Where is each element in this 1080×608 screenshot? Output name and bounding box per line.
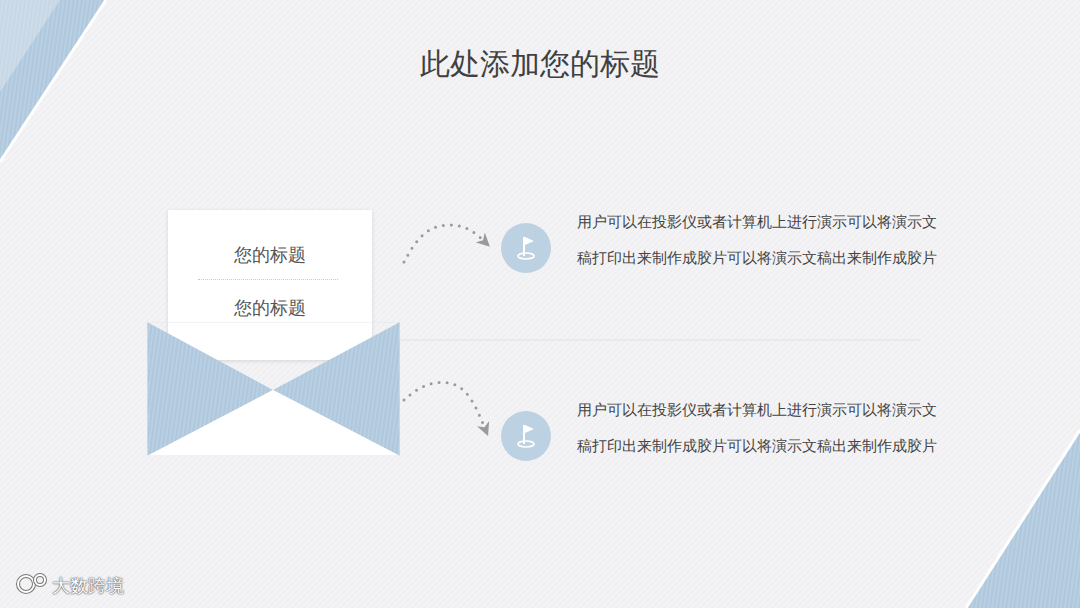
envelope [147, 322, 400, 456]
text-item: 用户可以在投影仪或者计算机上进行演示可以将演示文 稿打印出来制作成胶片可以将演示… [500, 392, 940, 470]
dotted-arrow [404, 382, 486, 431]
slide-title: 此处添加您的标题 [0, 44, 1080, 84]
letter-card: 您的标题您的标题 [147, 210, 400, 456]
dotted-arrow [404, 225, 486, 262]
divider-line [372, 340, 920, 341]
body-text: 用户可以在投影仪或者计算机上进行演示可以将演示文 稿打印出来制作成胶片可以将演示… [577, 204, 937, 276]
letter-paper [168, 210, 372, 360]
corner-strip [0, 0, 106, 162]
card-heading: 您的标题 [168, 293, 372, 323]
watermark-logo [18, 575, 45, 592]
body-text: 用户可以在投影仪或者计算机上进行演示可以将演示文 稿打印出来制作成胶片可以将演示… [577, 392, 937, 464]
flag-icon [500, 410, 552, 462]
watermark: 大数跨境 [52, 574, 124, 598]
dotted-separator [198, 279, 338, 280]
flag-icon [500, 222, 552, 274]
corner-strip [966, 430, 1080, 608]
card-heading: 您的标题 [168, 240, 372, 270]
text-item: 用户可以在投影仪或者计算机上进行演示可以将演示文 稿打印出来制作成胶片可以将演示… [500, 204, 940, 282]
